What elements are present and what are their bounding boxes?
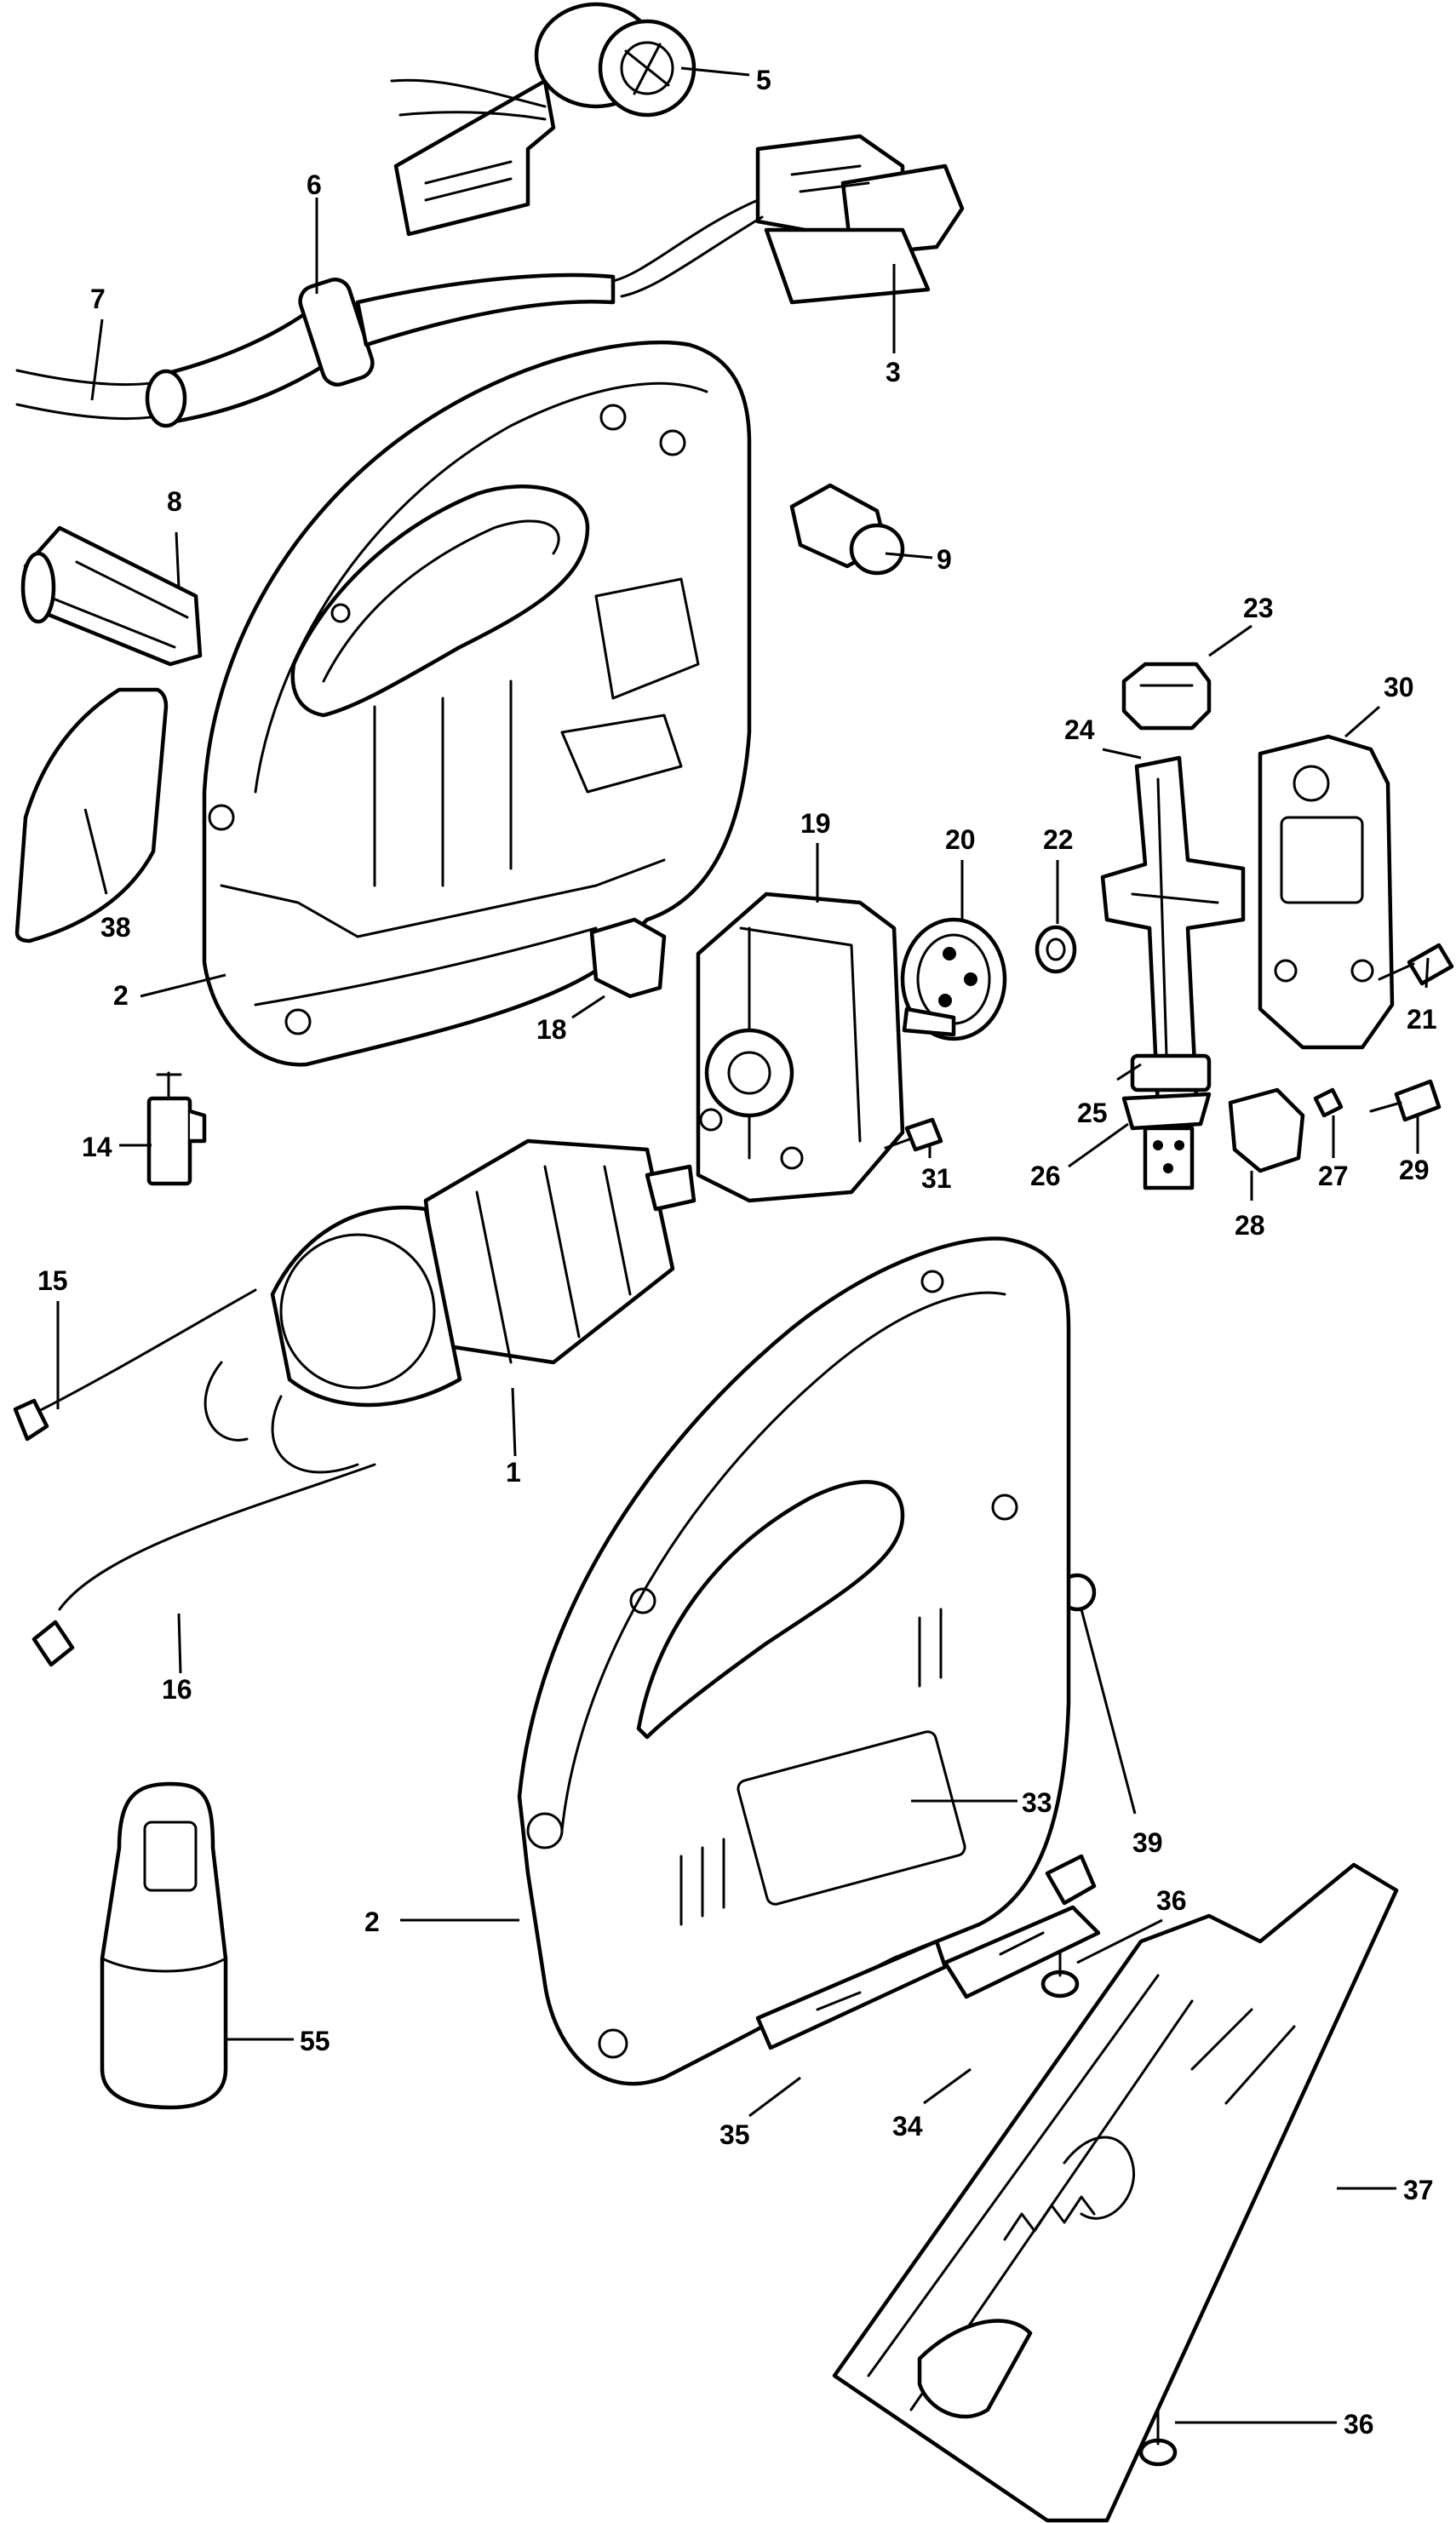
- part-label-7: 7: [90, 284, 106, 314]
- right-housing-drawing: [517, 1236, 1071, 2086]
- pin-and-block-drawing: [1228, 1087, 1344, 1173]
- latch-drawing: [789, 483, 905, 576]
- part-labels: 5 6 7 3 8 9 23 30 24 19 20 22 38 2 18 21…: [37, 65, 1437, 2440]
- bushing-drawing: [1035, 925, 1077, 974]
- part-label-36-upper: 36: [1156, 1885, 1187, 1916]
- part-label-35: 35: [719, 2119, 750, 2150]
- part-label-31: 31: [921, 1163, 952, 1194]
- part-label-2-lower: 2: [364, 1907, 380, 1937]
- switch-drawing: [611, 134, 965, 305]
- drive-gear-drawing: [900, 917, 1007, 1041]
- part-label-29: 29: [1399, 1155, 1430, 1185]
- part-label-30: 30: [1384, 672, 1414, 702]
- part-label-9: 9: [937, 544, 952, 575]
- part-label-19: 19: [800, 808, 831, 839]
- part-label-15: 15: [37, 1265, 68, 1296]
- part-label-37: 37: [1403, 2175, 1434, 2205]
- blade-clamp-drawing: [755, 1854, 1101, 2050]
- label-sticker-drawing: [14, 687, 169, 943]
- part-label-39: 39: [1132, 1827, 1163, 1858]
- part-label-33: 33: [1022, 1787, 1052, 1818]
- cord-and-strain-relief-drawing: [15, 272, 616, 428]
- part-label-26: 26: [1030, 1161, 1061, 1191]
- part-label-28: 28: [1235, 1210, 1265, 1241]
- motor-drawing: [203, 1138, 696, 1474]
- plunger-assembly-drawing: [1100, 755, 1246, 1190]
- base-plate-drawing: [832, 1862, 1399, 2523]
- part-label-2-upper: 2: [113, 980, 129, 1011]
- part-label-6: 6: [307, 169, 322, 200]
- lead-wires-drawing: [13, 1288, 376, 1667]
- part-label-3: 3: [886, 357, 901, 387]
- part-label-14: 14: [82, 1132, 112, 1162]
- part-label-27: 27: [1318, 1161, 1349, 1191]
- part-label-20: 20: [945, 824, 976, 855]
- part-label-25: 25: [1077, 1098, 1108, 1128]
- left-housing-drawing: [202, 340, 752, 1067]
- part-label-18: 18: [536, 1014, 567, 1045]
- part-label-1: 1: [506, 1457, 521, 1488]
- carbon-brush-drawing: [146, 1071, 207, 1186]
- gear-housing-drawing: [696, 892, 905, 1203]
- small-bracket-drawing: [589, 917, 667, 999]
- part-label-55: 55: [300, 2026, 330, 2056]
- part-label-36-lower: 36: [1344, 2409, 1374, 2440]
- counterweight-drawing: [1121, 662, 1212, 731]
- part-label-5: 5: [756, 65, 771, 95]
- part-label-21: 21: [1407, 1004, 1437, 1035]
- cord-clip-drawing: [20, 525, 203, 667]
- part-label-34: 34: [892, 2111, 923, 2142]
- part-label-24: 24: [1064, 714, 1095, 745]
- part-drawings: [13, 2, 1454, 2523]
- part-label-22: 22: [1043, 824, 1074, 855]
- part-label-23: 23: [1243, 593, 1274, 623]
- sleeve-drawing: [100, 1781, 228, 2110]
- speed-control-assembly-drawing: [390, 2, 696, 237]
- part-label-16: 16: [162, 1674, 192, 1705]
- part-label-38: 38: [100, 912, 131, 943]
- part-label-8: 8: [167, 486, 182, 517]
- leader-lines: [56, 66, 1430, 2424]
- cover-plate-drawing: [1258, 734, 1395, 1050]
